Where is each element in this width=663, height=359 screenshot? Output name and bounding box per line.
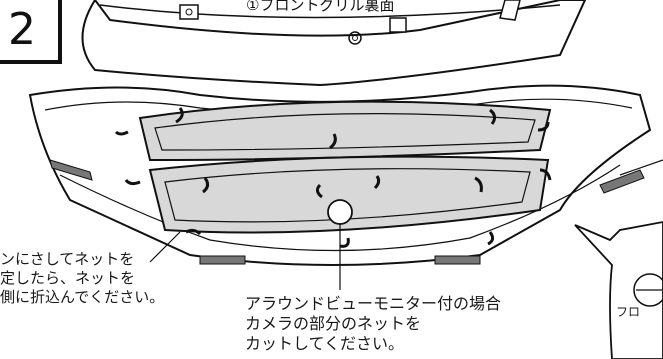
grille-top-rail [99,4,561,19]
clip-hole-center-inner [352,35,358,41]
mount-tab-far-right [499,0,521,21]
upper-net-inner [154,113,536,151]
upper-net [138,100,552,162]
camera-position-circle [327,199,353,225]
mount-tab-right [389,17,407,33]
side-strip-left [49,159,93,181]
step-number-box: 2 [0,0,62,64]
note-center-line-3: カットしてください。 [245,334,405,353]
bottom-strip-right [434,255,481,265]
callout-detail-circle [633,273,663,307]
note-right: フロ [616,305,641,319]
note-left-line-1: ンにさしてネットを [0,250,135,268]
clip-hole-left [185,8,193,16]
note-center-line-2: カメラの部分のネットを [245,314,422,333]
fold-arrows [114,107,552,248]
side-strip-right [599,169,645,194]
leader-line-left [149,231,181,263]
callout-bubble [574,221,663,359]
leader-line-right [619,159,663,176]
clip-hole-center [348,31,362,45]
step-number: 2 [8,4,36,55]
note-left: ンにさしてネットを 定したら、ネットを 側に折込んでください。 [0,250,164,306]
top-label: ①フロントグリル裏面 [242,0,399,15]
lower-net [148,155,550,234]
note-center: アラウンドビューモニター付の場合 カメラの部分のネットを カットしてください。 [245,294,501,354]
grille-back-panel [81,0,587,87]
note-left-line-3: 側に折込んでください。 [0,287,165,306]
mount-tab-left [179,4,199,20]
lower-net-inner [164,168,531,223]
bottom-strip-left [199,255,246,265]
note-center-line-1: アラウンドビューモニター付の場合 [245,294,502,313]
note-left-line-2: 定したら、ネットを [0,268,136,287]
